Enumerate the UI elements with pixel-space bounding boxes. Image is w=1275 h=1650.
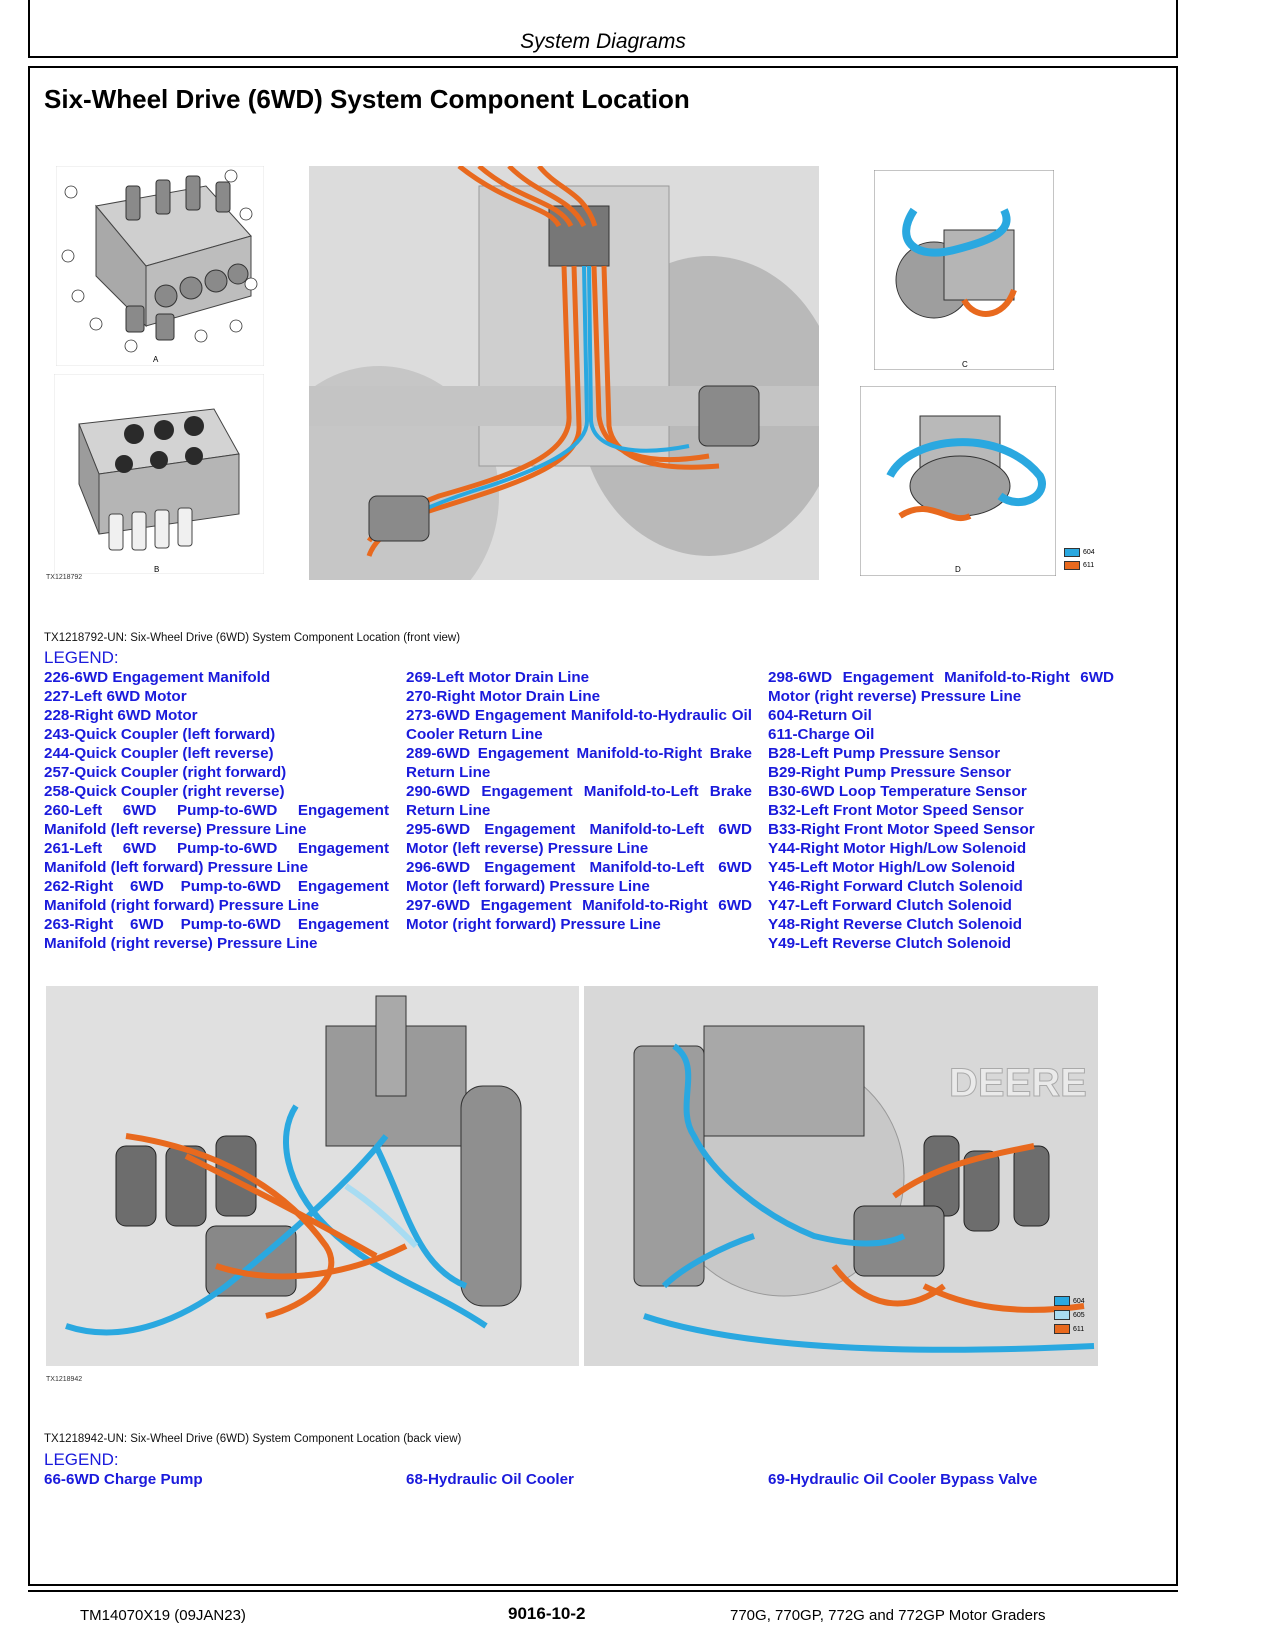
legend-item: 296-6WD Engagement Manifold-to-Left 6WD … bbox=[406, 859, 752, 895]
key-label: 611 bbox=[1073, 1325, 1085, 1333]
legend-item: 611-Charge Oil bbox=[768, 726, 875, 743]
legend-item: Y47-Left Forward Clutch Solenoid bbox=[768, 897, 1012, 914]
back-view-right-image: DEERE bbox=[584, 986, 1098, 1366]
key-swatch-charge-oil bbox=[1054, 1324, 1070, 1334]
legend-item: 297-6WD Engagement Manifold-to-Right 6WD… bbox=[406, 897, 752, 933]
section-title: Six-Wheel Drive (6WD) System Component L… bbox=[44, 84, 690, 114]
figure1-tx-id: TX1218792 bbox=[46, 574, 83, 581]
front-view-main-image bbox=[309, 166, 819, 580]
legend-item: 289-6WD Engagement Manifold-to-Right Bra… bbox=[406, 745, 752, 781]
figure2-tx-id: TX1218942 bbox=[46, 1376, 83, 1383]
legend-item: 273-6WD Engagement Manifold-to-Hydraulic… bbox=[406, 707, 752, 743]
key-label: 611 bbox=[1083, 562, 1095, 569]
legend1-col2: 269-Left Motor Drain Line 270-Right Moto… bbox=[406, 668, 752, 934]
header-title: System Diagrams bbox=[520, 30, 686, 53]
legend-item: B29-Right Pump Pressure Sensor bbox=[768, 764, 1012, 781]
key-label: 604 bbox=[1083, 549, 1095, 556]
legend-item: 226-6WD Engagement Manifold bbox=[44, 669, 271, 686]
legend-item: Y45-Left Motor High/Low Solenoid bbox=[768, 859, 1016, 876]
figure2-color-key: 604 605 611 bbox=[1054, 1296, 1085, 1334]
inset-a-letter: A bbox=[153, 355, 159, 364]
key-swatch-charge-oil bbox=[1064, 561, 1080, 570]
legend1-heading: LEGEND: bbox=[44, 648, 119, 667]
legend-item: B32-Left Front Motor Speed Sensor bbox=[768, 802, 1024, 819]
footer-model-list: 770G, 770GP, 772G and 772GP Motor Grader… bbox=[730, 1607, 1046, 1624]
inset-d-letter: D bbox=[955, 565, 961, 574]
footer-rule bbox=[28, 1590, 1178, 1592]
legend-item: 263-Right 6WD Pump-to-6WD Engagement Man… bbox=[44, 916, 389, 952]
key-swatch-return-oil bbox=[1064, 548, 1080, 557]
legend-item: 290-6WD Engagement Manifold-to-Left Brak… bbox=[406, 783, 752, 819]
content-frame bbox=[28, 66, 1178, 1586]
legend-item: 258-Quick Coupler (right reverse) bbox=[44, 783, 285, 800]
deere-brand-text: DEERE bbox=[949, 1061, 1087, 1105]
inset-a-callouts bbox=[61, 169, 258, 353]
header-frame bbox=[28, 0, 1178, 58]
legend1-col3: 298-6WD Engagement Manifold-to-Right 6WD… bbox=[768, 668, 1114, 953]
legend-item: 228-Right 6WD Motor bbox=[44, 707, 198, 724]
legend-item: 66-6WD Charge Pump bbox=[44, 1471, 203, 1488]
inset-b-manifold-image: B bbox=[54, 374, 264, 574]
figure-front-view: A B TX1218792 bbox=[44, 160, 1114, 590]
legend-item: 260-Left 6WD Pump-to-6WD Engagement Mani… bbox=[44, 802, 389, 838]
legend-item: Y49-Left Reverse Clutch Solenoid bbox=[768, 935, 1012, 952]
footer-doc-id: TM14070X19 (09JAN23) bbox=[80, 1607, 246, 1624]
legend-item: Y46-Right Forward Clutch Solenoid bbox=[768, 878, 1023, 895]
key-swatch-return-oil bbox=[1054, 1296, 1070, 1306]
legend-item: 269-Left Motor Drain Line bbox=[406, 669, 590, 686]
legend-item: 244-Quick Coupler (left reverse) bbox=[44, 745, 274, 762]
figure2-caption: TX1218942-UN: Six-Wheel Drive (6WD) Syst… bbox=[44, 1433, 462, 1445]
inset-d-motor-image: D bbox=[860, 386, 1056, 576]
legend-item: 298-6WD Engagement Manifold-to-Right 6WD… bbox=[768, 669, 1114, 705]
legend-item: 261-Left 6WD Pump-to-6WD Engagement Mani… bbox=[44, 840, 389, 876]
footer-page-number: 9016-10-2 bbox=[508, 1604, 586, 1623]
legend-item: B28-Left Pump Pressure Sensor bbox=[768, 745, 1001, 762]
legend-item: 243-Quick Coupler (left forward) bbox=[44, 726, 276, 743]
legend-item: 227-Left 6WD Motor bbox=[44, 688, 187, 705]
legend-item: 604-Return Oil bbox=[768, 707, 872, 724]
key-label: 604 bbox=[1073, 1297, 1085, 1305]
legend-item: 270-Right Motor Drain Line bbox=[406, 688, 601, 705]
inset-a-manifold-image: A bbox=[56, 166, 264, 366]
figure1-caption: TX1218792-UN: Six-Wheel Drive (6WD) Syst… bbox=[44, 632, 461, 644]
inset-c-letter: C bbox=[962, 360, 968, 369]
legend-item: Y48-Right Reverse Clutch Solenoid bbox=[768, 916, 1023, 933]
legend-item: 68-Hydraulic Oil Cooler bbox=[406, 1471, 574, 1488]
legend-item: B33-Right Front Motor Speed Sensor bbox=[768, 821, 1035, 838]
figure1-color-key: 604 611 bbox=[1064, 548, 1095, 570]
legend-item: Y44-Right Motor High/Low Solenoid bbox=[768, 840, 1027, 857]
figure-back-view: DEERE 604 605 611 TX1218942 bbox=[44, 984, 1114, 1384]
legend-item: 69-Hydraulic Oil Cooler Bypass Valve bbox=[768, 1471, 1038, 1488]
key-swatch-light-return bbox=[1054, 1310, 1070, 1320]
legend-item: 295-6WD Engagement Manifold-to-Left 6WD … bbox=[406, 821, 752, 857]
inset-b-letter: B bbox=[154, 565, 159, 574]
legend-item: B30-6WD Loop Temperature Sensor bbox=[768, 783, 1027, 800]
legend-item: 257-Quick Coupler (right forward) bbox=[44, 764, 287, 781]
key-label: 605 bbox=[1073, 1311, 1085, 1319]
legend-item: 262-Right 6WD Pump-to-6WD Engagement Man… bbox=[44, 878, 389, 914]
legend2-heading: LEGEND: bbox=[44, 1450, 119, 1469]
legend1-col1: 226-6WD Engagement Manifold 227-Left 6WD… bbox=[44, 668, 389, 953]
inset-c-motor-image: C bbox=[874, 170, 1054, 370]
back-view-left-image bbox=[46, 986, 579, 1366]
